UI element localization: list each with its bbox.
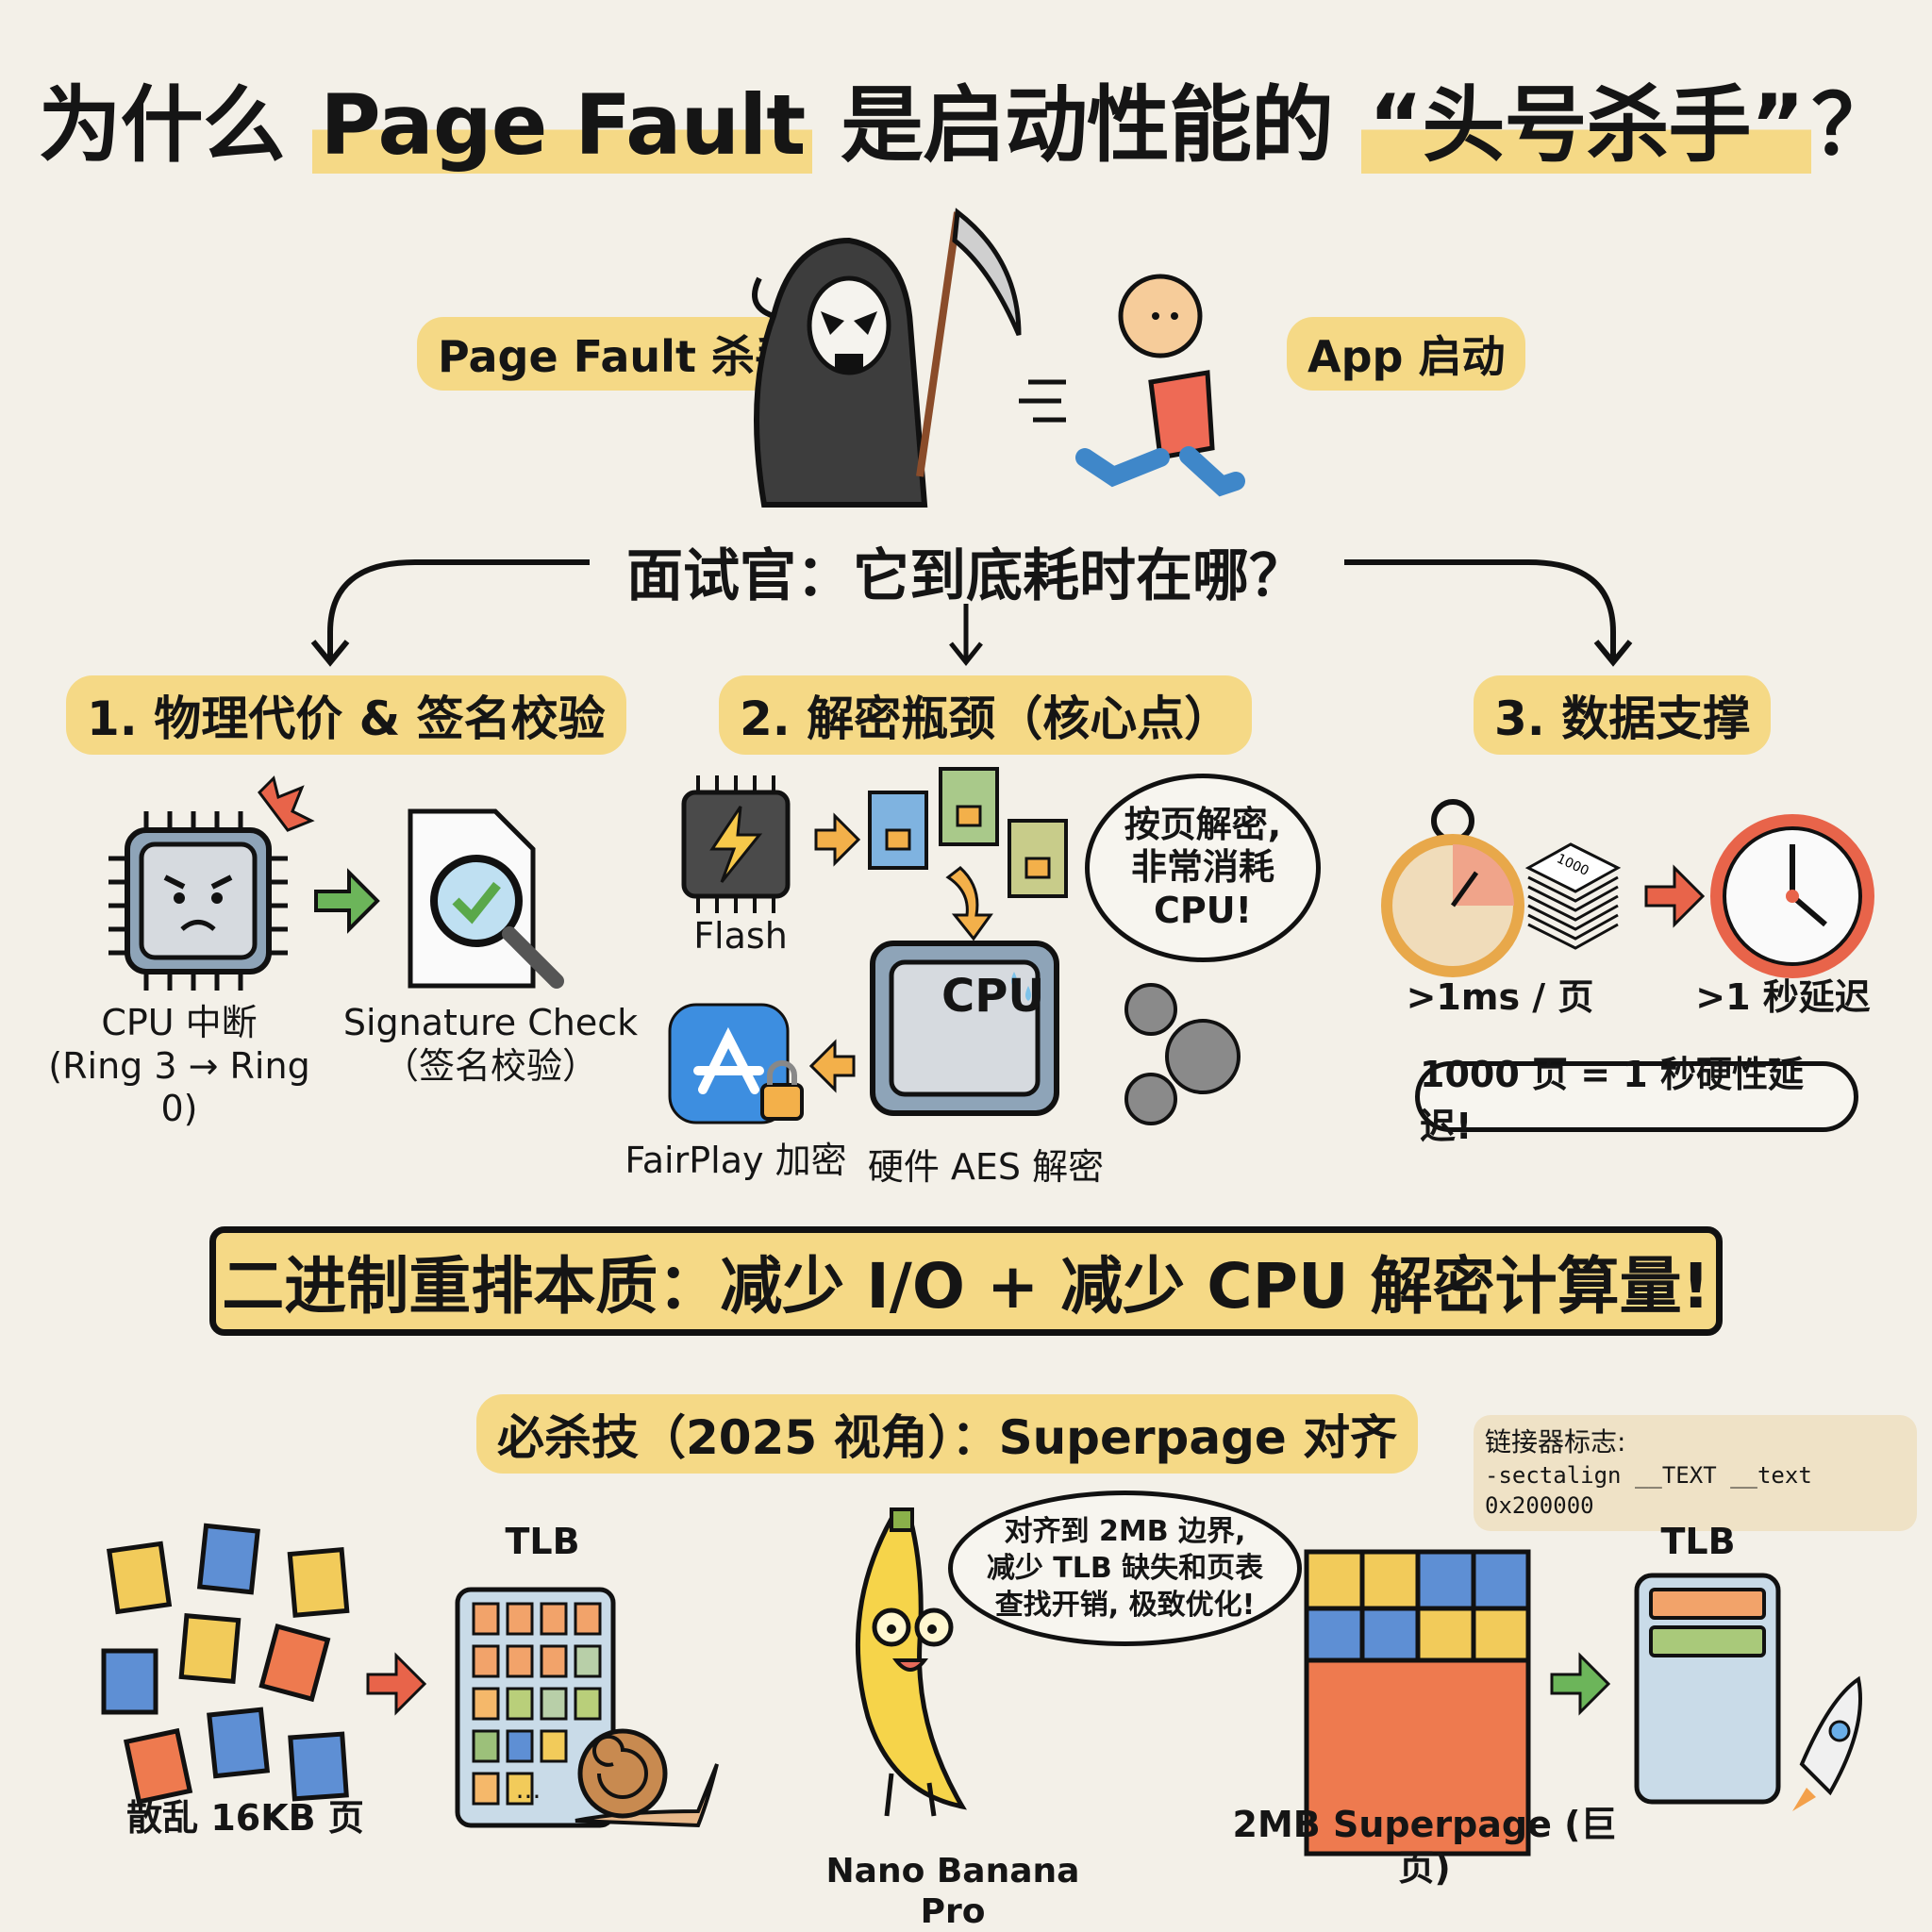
flash-label: Flash [693,915,788,957]
scattered-pages-label: 散乱 16KB 页 [126,1797,364,1839]
banana-label: Nano Banana Pro [825,1852,1080,1932]
fairplay-label: FairPlay 加密 [625,1140,847,1181]
key-takeaway-banner: 二进制重排本质：减少 I/O + 减少 CPU 解密计算量! [209,1226,1723,1336]
page-stack-icon: 1000 [1524,842,1622,950]
page-title: 为什么 Page Fault 是启动性能的 “头号杀手”？ [0,58,1932,178]
victim-label: App 启动 [1287,317,1526,391]
scattered-pages-to-tlb [101,1523,719,1828]
cpu-interrupt-caption: CPU 中断 (Ring 3 → Ring 0) [38,1002,321,1131]
cpu-interrupt-line1: CPU 中断 [101,1002,258,1043]
section-1-heading: 1. 物理代价 & 签名校验 [66,675,626,755]
aes-label: 硬件 AES 解密 [867,1146,1105,1188]
superpage-to-tlb [1304,1549,1862,1857]
stopwatch-icon [1381,799,1524,977]
flash-chip-icon [681,775,791,913]
signature-check-icon [408,808,564,989]
section-2-illustration [668,767,1241,1125]
superpage-heading: 必杀技（2025 视角）：Superpage 对齐 [476,1394,1419,1474]
running-person-icon [1019,274,1245,497]
rocket-icon [1792,1675,1862,1811]
encrypted-pages-icon [868,767,1068,898]
cpu-interrupt-line2: (Ring 3 → Ring 0) [48,1044,310,1130]
grim-reaper-icon [752,208,1022,508]
clock-icon [1710,814,1874,978]
section-2-heading: 2. 解密瓶颈（核心点） [719,675,1253,755]
bubble-line-1: 按页解密, [1124,803,1282,845]
scattered-pages-icon [101,1523,350,1805]
orange-arrow-icon [814,812,861,867]
green-arrow-icon [314,868,380,934]
bubble-line-3: CPU! [1154,889,1252,931]
signature-check-line2: （签名校验） [382,1044,598,1087]
banana-bubble-line-1: 对齐到 2MB 边界, [1004,1515,1246,1548]
tlb-more: ... [515,1774,541,1805]
per-page-cost: >1ms / 页 [1406,976,1594,1018]
tlb-label-left: TLB [505,1521,580,1562]
linker-note-code: -sectalign __TEXT __text 0x200000 [1485,1461,1812,1520]
superpage-block-icon [1304,1549,1531,1857]
red-arrow-icon [1644,864,1706,928]
section-3-illustration: 1000 [1381,799,1874,978]
snail-icon [575,1728,719,1828]
cpu-chip-icon [870,941,1059,1116]
branch-arrows [310,559,1633,667]
tlb-table-icon [455,1587,616,1828]
linker-flag-note: 链接器标志: -sectalign __TEXT __text 0x200000 [1474,1415,1917,1531]
banana-bubble-line-2: 减少 TLB 缺失和页表 [986,1552,1264,1585]
delay-speech-bubble: 1000 页 = 1 秒硬性延迟! [1415,1054,1858,1147]
linker-note-title: 链接器标志: [1485,1426,1626,1457]
section-1-illustration [108,775,564,991]
signature-check-line1: Signature Check [342,1002,639,1043]
angry-cpu-chip-icon [108,775,315,991]
banana-bubble-line-3: 查找开销, 极致优化! [994,1589,1256,1622]
superpage-label: 2MB Superpage (巨页) [1232,1804,1617,1889]
gears-icon [1124,983,1241,1125]
killer-label: Page Fault 杀手 [417,317,819,391]
banana-mascot-icon [855,1507,967,1817]
banana-speech-bubble: 对齐到 2MB 边界, 减少 TLB 缺失和页表 查找开销, 极致优化! [948,1491,1302,1646]
total-delay: >1 秒延迟 [1695,976,1871,1018]
interviewer-question: 面试官：它到底耗时在哪？ [626,543,1306,609]
bubble-line-2: 非常消耗 [1130,846,1274,889]
title-middle: 是启动性能的 [812,76,1361,174]
decrypt-speech-bubble: 按页解密, 非常消耗 CPU! [1085,774,1321,962]
cpu-text: CPU [941,970,1045,1023]
title-prefix: 为什么 [38,76,313,174]
section-3-heading: 3. 数据支撑 [1474,675,1772,755]
title-highlight-page-fault: Page Fault [312,76,813,174]
app-store-icon [668,1003,804,1124]
title-suffix: ？ [1811,76,1894,174]
title-highlight-killer: “头号杀手” [1360,76,1812,174]
tlb-label-right: TLB [1660,1521,1736,1562]
tlb-compact-icon [1634,1573,1781,1805]
signature-check-caption: Signature Check （签名校验） [340,1002,641,1088]
